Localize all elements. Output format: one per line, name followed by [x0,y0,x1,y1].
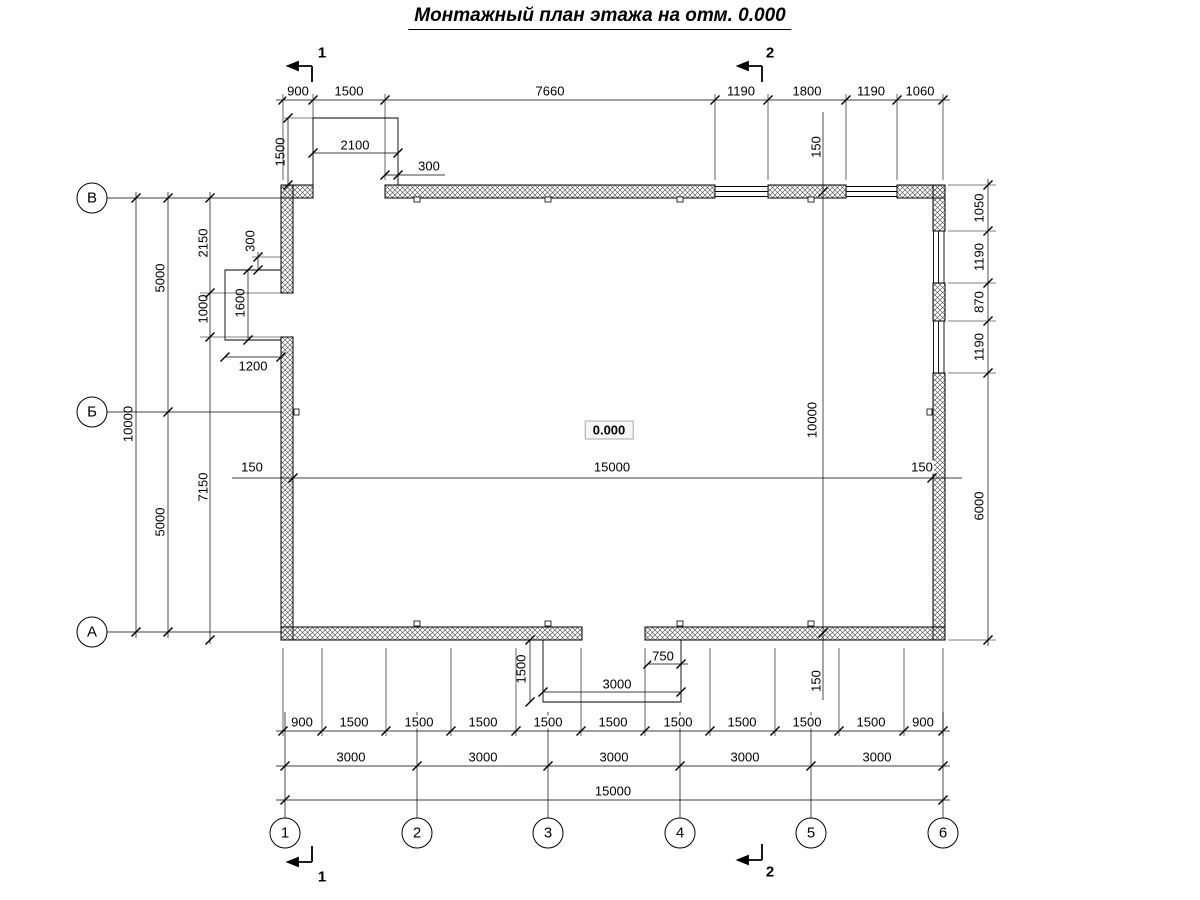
dim-bottom1-2: 1500 [403,714,435,730]
dim-inner-h-1: 15000 [592,459,632,475]
dim-right-1: 1190 [971,243,987,271]
dim-top-3: 1190 [726,83,756,99]
section-marks [285,60,763,868]
dim-bottom1-5: 1500 [597,714,629,730]
dim-top-2: 7660 [534,83,566,99]
walls [280,184,946,641]
dim-inner-v-2: 150 [808,670,824,692]
section-2-top-label: 2 [764,44,776,62]
dim-top-6: 1060 [904,83,936,99]
dim-bottom1-10: 900 [911,714,935,730]
dim-left-porch-width: 1200 [237,358,269,374]
dim-bottom2-4: 3000 [861,749,893,765]
dim-inner-v-0: 150 [808,136,824,158]
section-1-top-label: 1 [316,44,328,62]
dim-bottom-porch-width: 3000 [601,676,633,692]
dim-top-porch-depth: 1500 [272,137,288,167]
dimension-ticks [130,94,994,806]
dim-top-5: 1190 [856,83,886,99]
dim-left-mid-1: 5000 [152,507,168,537]
axis-circle-2: 2 [401,817,433,849]
dim-bottom1-6: 1500 [662,714,694,730]
dim-top-porch-wall: 300 [417,158,441,174]
dim-top-4: 1800 [791,83,823,99]
dim-left-porch-height: 1600 [232,288,248,318]
dimension-lines [135,99,989,801]
dim-bottom2-1: 3000 [467,749,499,765]
drawing-title: Монтажный план этажа на отм. 0.000 [408,5,792,30]
window-lines [715,186,945,373]
porch-outlines [224,117,682,703]
dim-left-total: 10000 [120,405,136,443]
section-2-bottom-label: 2 [764,863,776,881]
axis-circle-1: 1 [269,817,301,849]
axis-circle-3: 3 [532,817,564,849]
dim-bottom-porch-offset: 750 [651,648,675,664]
axis-circle-4: 4 [664,817,696,849]
wall-marks [293,196,933,627]
axis-circle-b: Б [76,396,108,428]
dim-inner-h-2: 150 [910,459,934,475]
dim-right-4: 6000 [971,491,987,521]
dim-bottom1-7: 1500 [726,714,758,730]
dim-left-inner-2: 7150 [195,472,211,502]
dim-bottom2-0: 3000 [335,749,367,765]
dim-bottom1-3: 1500 [467,714,499,730]
dim-top-1: 1500 [333,83,365,99]
dim-bottom-total: 15000 [593,783,633,799]
dim-right-2: 870 [971,291,987,313]
dim-left-inner-1: 1000 [195,294,211,324]
elevation-mark: 0.000 [584,420,634,440]
dim-left-porch-wall: 300 [242,230,258,252]
dim-left-mid-0: 5000 [152,263,168,293]
axis-circle-a: А [76,616,108,648]
dim-bottom1-1: 1500 [338,714,370,730]
extension-lines [200,94,996,736]
dim-inner-v-1: 10000 [804,401,820,439]
dim-bottom1-0: 900 [290,714,314,730]
dim-bottom1-8: 1500 [791,714,823,730]
dim-bottom1-9: 1500 [855,714,887,730]
dim-top-0: 900 [286,83,310,99]
axis-circle-v: В [76,182,108,214]
dim-bottom2-2: 3000 [598,749,630,765]
dim-inner-h-0: 150 [240,459,264,475]
dim-bottom2-3: 3000 [729,749,761,765]
dim-right-0: 1050 [971,193,987,223]
axis-circle-6: 6 [927,817,959,849]
section-1-bottom-label: 1 [316,868,328,886]
dim-bottom1-4: 1500 [532,714,564,730]
dim-right-3: 1190 [971,333,987,361]
dim-left-inner-0: 2150 [195,228,211,258]
axis-circle-5: 5 [795,817,827,849]
dim-top-porch-width: 2100 [339,137,371,153]
dim-bottom-porch-depth: 1500 [513,654,529,684]
